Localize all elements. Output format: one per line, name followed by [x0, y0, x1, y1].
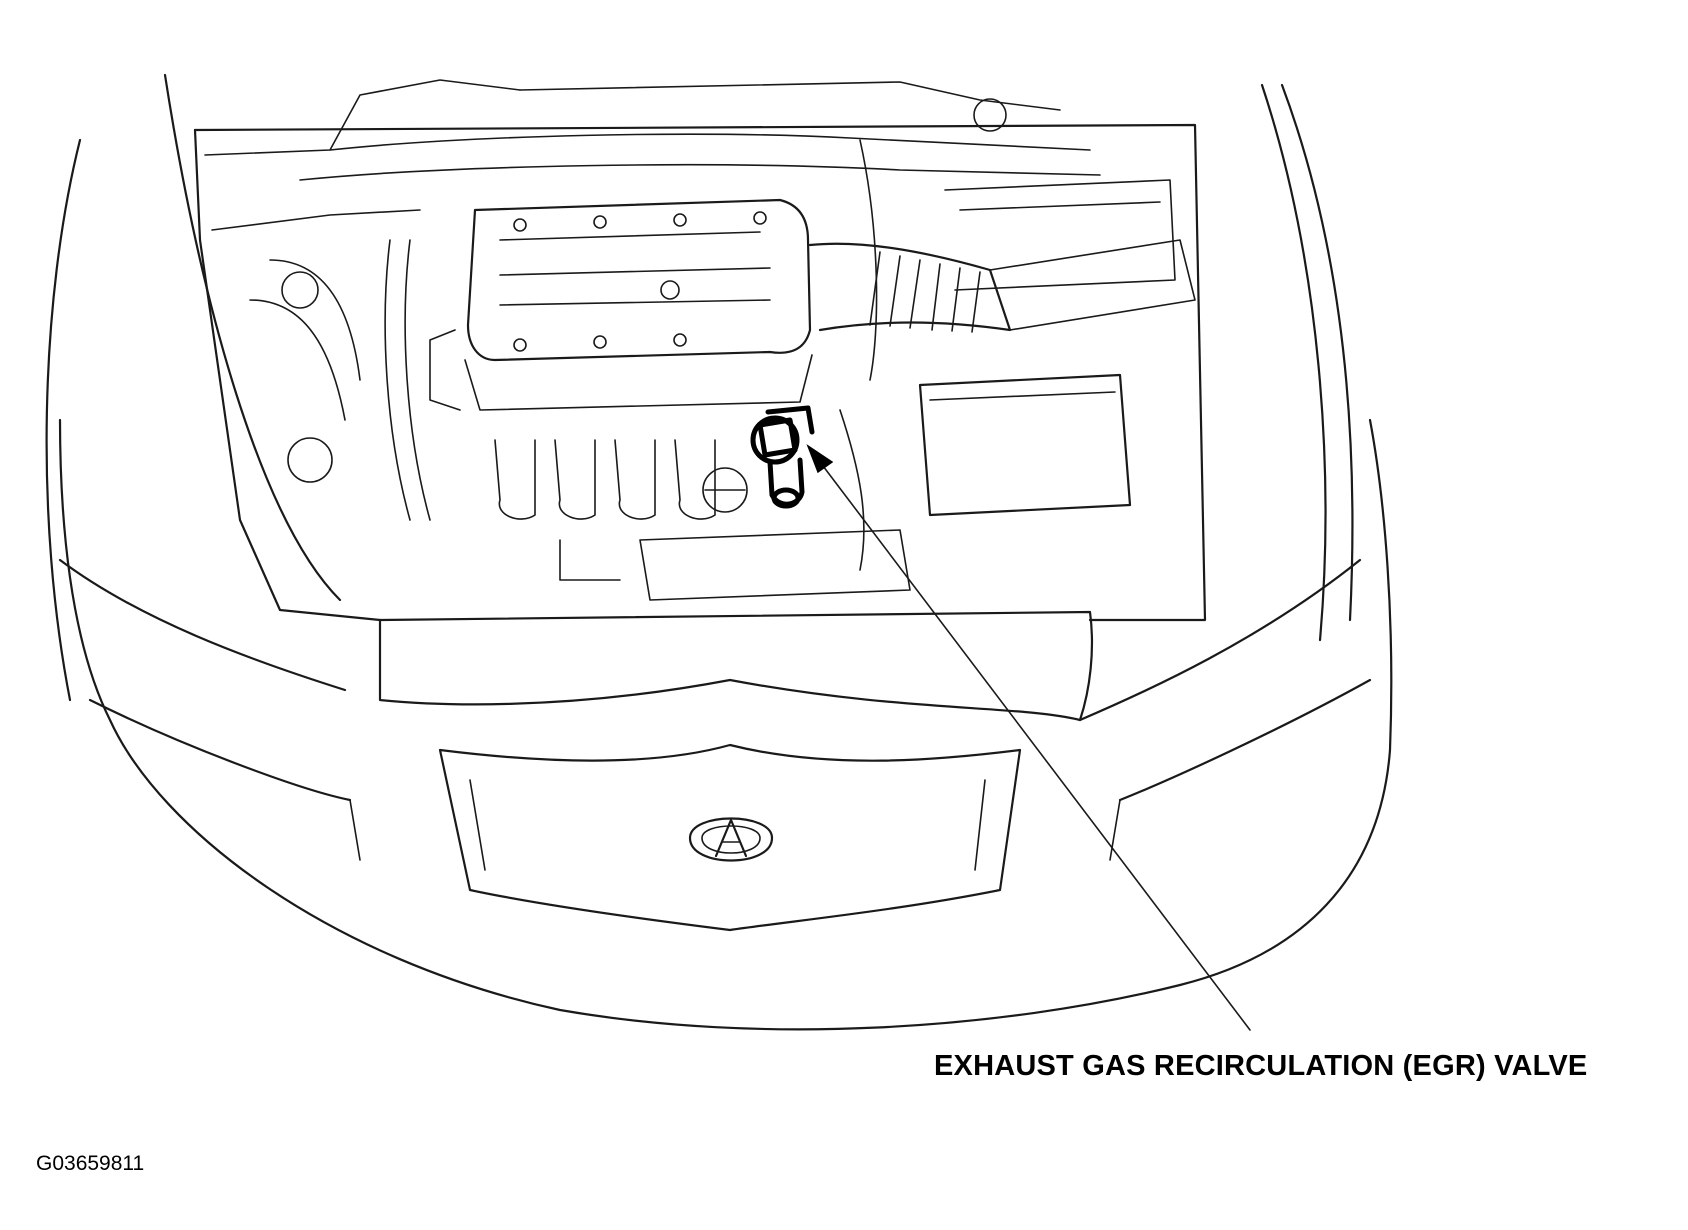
hood-outline — [45, 73, 1393, 1031]
engine-cover — [429, 198, 813, 411]
front-fascia — [58, 558, 1372, 932]
air-intake-duct — [808, 239, 1196, 333]
acura-logo-icon — [688, 817, 774, 862]
ignition-coils — [494, 439, 748, 520]
egr-valve-label: EXHAUST GAS RECIRCULATION (EGR) VALVE — [934, 1050, 1588, 1082]
battery-box — [918, 179, 1176, 517]
engine-bay-frame — [193, 79, 1207, 622]
figure-id: G03659811 — [36, 1152, 145, 1175]
egr-valve — [750, 405, 815, 509]
leader-arrow-icon — [806, 444, 1251, 1031]
engine-hoses — [249, 98, 1007, 601]
